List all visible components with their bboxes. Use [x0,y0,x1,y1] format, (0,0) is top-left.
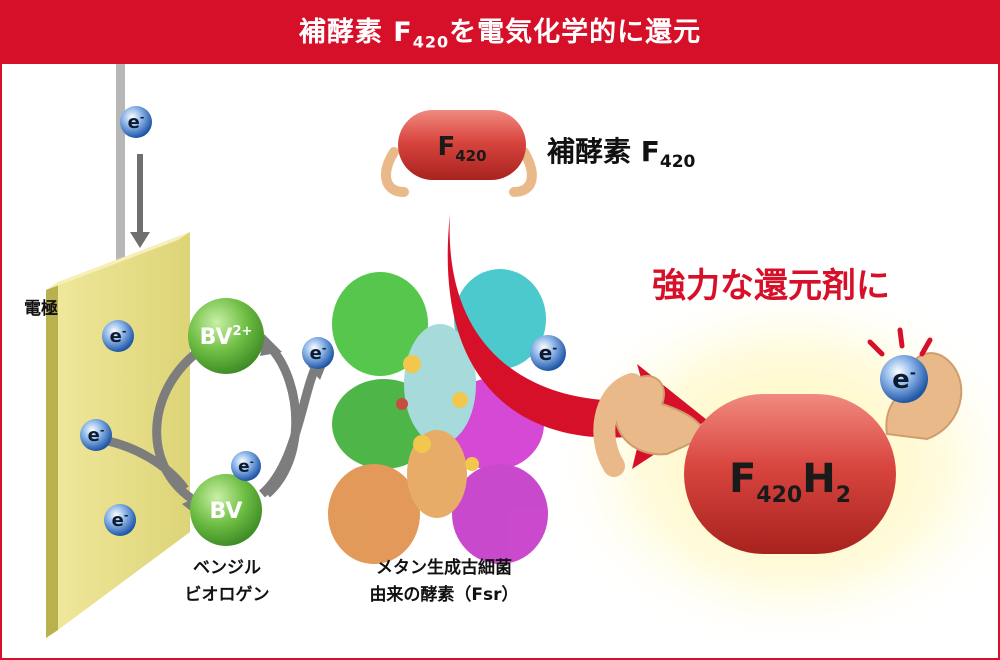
f420-name-sub: 420 [659,152,696,172]
f420-name-prefix: 補酵素 F [547,135,660,168]
enzyme-name-line2: 由来の酵素（Fsr） [369,585,519,605]
electrode-label: 電極 [24,299,58,319]
f420h2-label: F420H2 [729,456,851,508]
title-prefix: 補酵素 F [298,17,413,48]
title-bar: 補酵素 F420を電気化学的に還元 [2,2,998,64]
electron-bv [231,451,261,481]
electron-arrow [530,335,566,371]
electron-label: e- [539,341,558,365]
electron-strong [880,355,928,403]
electron-electrode-2 [80,419,112,451]
enzyme-structure [328,269,548,564]
f420-pill-label: F420 [437,132,486,165]
wire-arrow-head [130,232,150,248]
viologen-name: ベンジル ビオロゲン [168,555,286,609]
electrode-plate [46,232,190,638]
electron-wire [120,106,152,138]
electron-label: e- [238,457,254,477]
transfer-arrow [258,361,322,498]
f420h2-molecule [593,352,963,554]
electron-electrode-1 [102,320,134,352]
bv-reduced-circle [190,474,262,546]
bv-oxidized-label: BV2+ [200,324,253,350]
f420-name: 補酵素 F420 [547,130,696,172]
viologen-name-line2: ビオロゲン [184,585,270,605]
electron-label: e- [112,509,129,531]
enzyme-name: メタン生成古細菌 由来の酵素（Fsr） [338,555,550,609]
bv-oxidized-circle [188,298,264,374]
cycle-arrow-right-head [260,334,282,356]
viologen-name-line1: ベンジル [193,558,261,578]
enzyme-name-line1: メタン生成古細菌 [376,558,512,578]
electron-enzyme [302,337,334,369]
title-subscript: 420 [412,32,450,52]
bv-reduced-label: BV [210,499,243,524]
electron-label: e- [892,364,916,395]
electron-electrode-3 [104,504,136,536]
strong-reductant-caption: 強力な還元剤に [652,266,890,306]
electron-label: e- [128,111,145,133]
f420-molecule [381,110,537,197]
electrode-wire [116,64,125,299]
electron-label: e- [110,325,127,347]
electron-label: e- [310,342,327,364]
sparkle-lines [867,327,933,357]
electron-label: e- [88,424,105,446]
diagram-scene: e- e- e- e- e- e- e- e- BV2+ BV F420 F42… [46,64,998,654]
title-suffix: を電気化学的に還元 [449,17,702,48]
